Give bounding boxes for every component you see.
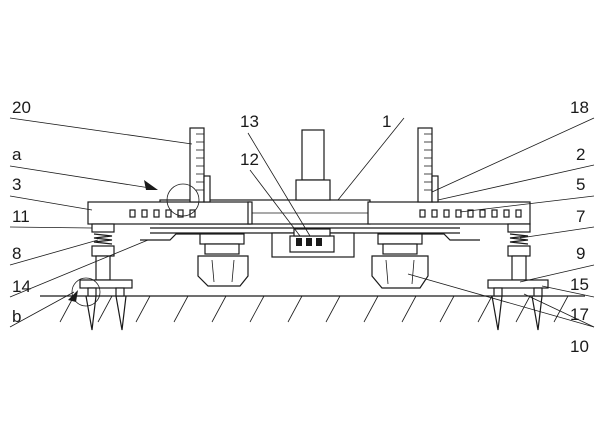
left-rack bbox=[189, 127, 211, 203]
rack-tooth bbox=[455, 209, 462, 218]
leader-lines bbox=[9, 117, 595, 328]
rack-tooth bbox=[141, 209, 148, 218]
ground-hatch bbox=[249, 295, 265, 323]
rack-tooth bbox=[419, 209, 426, 218]
rack-tooth bbox=[491, 209, 498, 218]
left-arm-plate bbox=[87, 201, 253, 225]
left-leg bbox=[71, 223, 133, 331]
label-15: 15 bbox=[570, 275, 589, 294]
rack-tooth bbox=[431, 209, 438, 218]
ground-hatch bbox=[439, 295, 455, 323]
ground-hatch bbox=[401, 295, 417, 323]
ground-hatch bbox=[515, 295, 531, 323]
ground bbox=[40, 295, 585, 323]
ground-hatch bbox=[325, 295, 341, 323]
label-20: 20 bbox=[12, 98, 31, 117]
label-10: 10 bbox=[570, 337, 589, 356]
rack-tooth bbox=[177, 209, 184, 218]
rack-tooth bbox=[129, 209, 136, 218]
label-5: 5 bbox=[576, 175, 585, 194]
label-8: 8 bbox=[12, 244, 21, 263]
ground-hatch bbox=[173, 295, 189, 323]
top-post bbox=[295, 129, 331, 201]
part-labels: 20 a 3 11 8 14 b 13 12 1 18 2 5 7 9 15 1… bbox=[12, 98, 589, 356]
detail-circle-a bbox=[166, 183, 200, 217]
ground-hatch bbox=[211, 295, 227, 323]
right-gripper bbox=[371, 233, 429, 289]
label-18: 18 bbox=[570, 98, 589, 117]
right-arm-plate bbox=[367, 201, 531, 225]
right-rack bbox=[417, 127, 439, 203]
rack-tooth bbox=[479, 209, 486, 218]
label-12: 12 bbox=[240, 150, 259, 169]
ground-hatch bbox=[287, 295, 303, 323]
arrow-b bbox=[68, 290, 78, 302]
rack-tooth bbox=[503, 209, 510, 218]
ground-hatch bbox=[553, 295, 569, 323]
label-11: 11 bbox=[12, 207, 30, 226]
center-motor-housing bbox=[271, 228, 355, 258]
rack-tooth bbox=[467, 209, 474, 218]
right-leg bbox=[487, 223, 549, 331]
ground-hatch bbox=[97, 295, 113, 323]
label-14: 14 bbox=[12, 277, 31, 296]
label-13: 13 bbox=[240, 112, 259, 131]
rack-tooth bbox=[153, 209, 160, 218]
label-b: b bbox=[12, 307, 21, 326]
rack-tooth bbox=[189, 209, 196, 218]
label-3: 3 bbox=[12, 175, 21, 194]
rack-tooth bbox=[443, 209, 450, 218]
rack-tooth bbox=[165, 209, 172, 218]
rack-tooth bbox=[515, 209, 522, 218]
ground-hatch bbox=[363, 295, 379, 323]
label-17: 17 bbox=[570, 305, 589, 324]
ground-hatch bbox=[477, 295, 493, 323]
side-brackets bbox=[140, 233, 480, 241]
label-1: 1 bbox=[382, 112, 391, 131]
label-9: 9 bbox=[576, 244, 585, 263]
ground-hatch bbox=[135, 295, 151, 323]
left-gripper bbox=[197, 233, 249, 287]
label-a: a bbox=[12, 145, 22, 164]
arrow-a bbox=[144, 180, 158, 190]
label-7: 7 bbox=[576, 207, 585, 226]
label-2: 2 bbox=[576, 145, 585, 164]
